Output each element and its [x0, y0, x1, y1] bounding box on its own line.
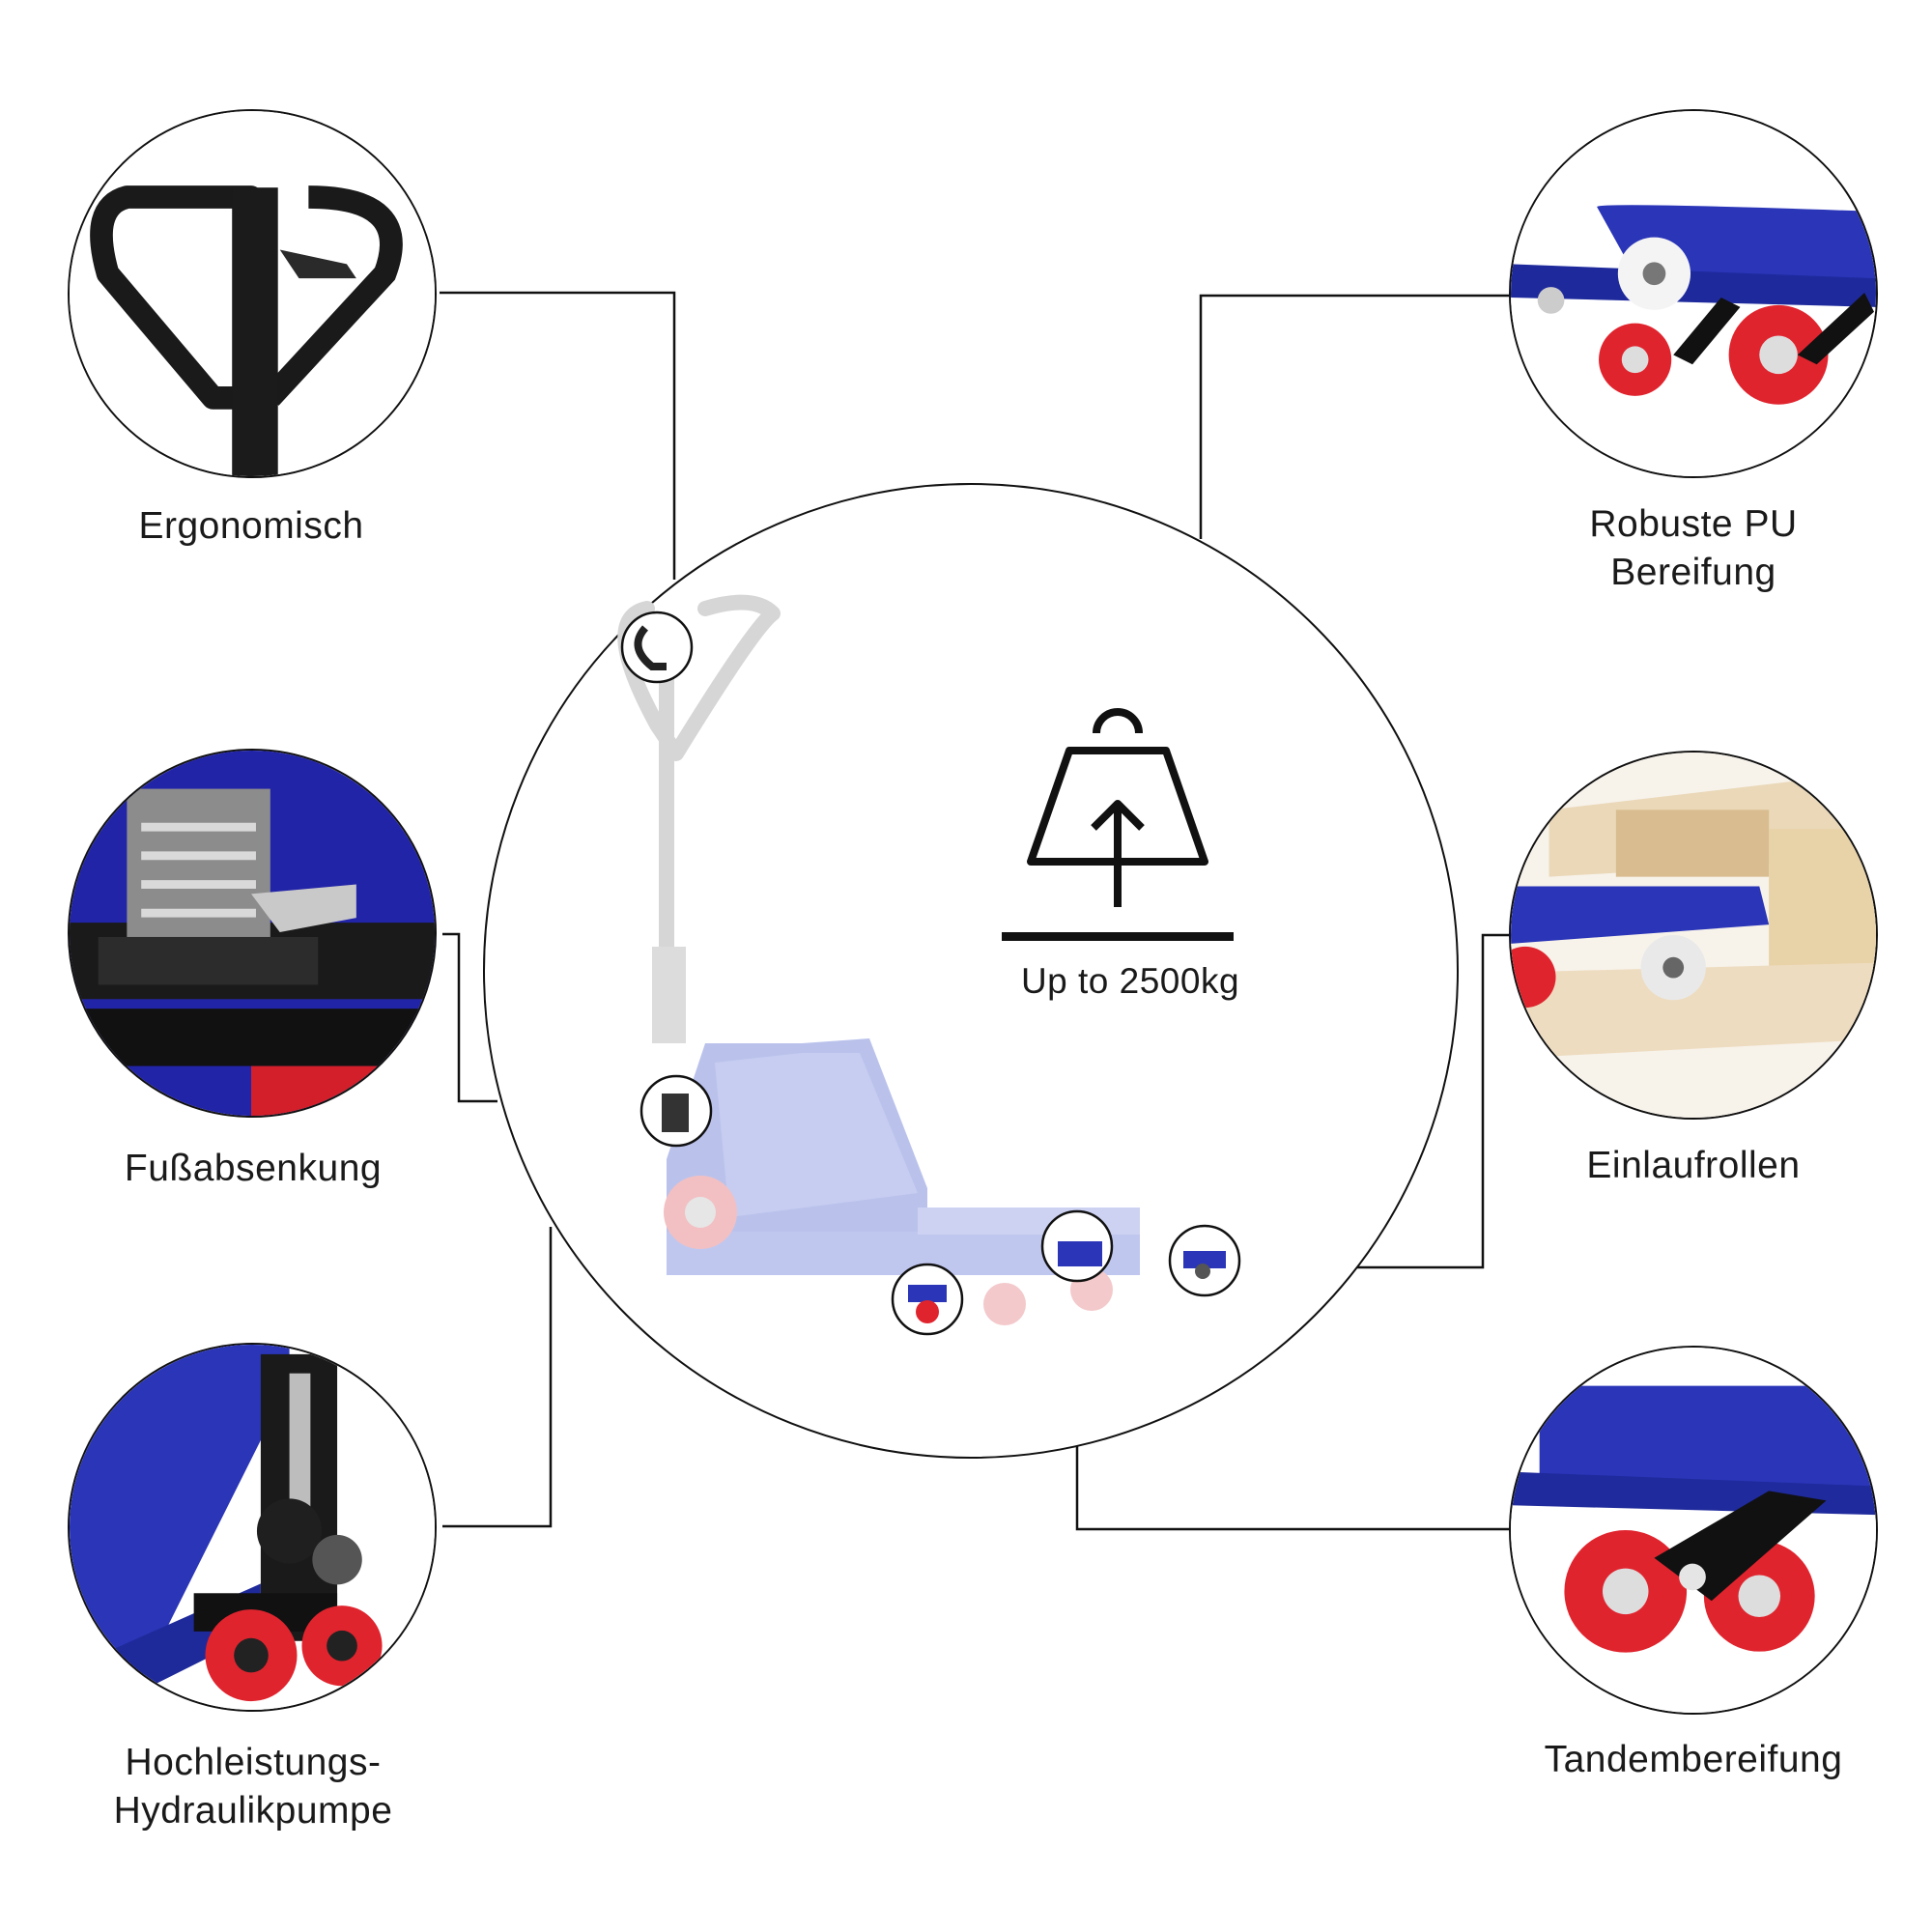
pallet-truck-illustration	[617, 594, 1241, 1336]
label-ergonomisch: Ergonomisch	[138, 505, 364, 547]
central-pallet-truck-circle	[483, 483, 1459, 1459]
pump-detail-circle	[68, 1343, 437, 1712]
label-tandembereifung: Tandembereifung	[1544, 1739, 1843, 1780]
foot-release-photo	[70, 751, 435, 1116]
handle-photo	[70, 111, 435, 476]
pu-wheels-detail-circle	[1509, 109, 1878, 478]
tandem-wheels-detail-circle	[1509, 1346, 1878, 1715]
weight-lift-icon	[1002, 708, 1234, 941]
tandem-wheels-photo	[1511, 1348, 1876, 1713]
label-hydraulikpumpe-line1: Hochleistungs-	[125, 1742, 382, 1783]
capacity-text: Up to 2500kg	[1020, 961, 1240, 1001]
label-pu-bereifung-line1: Robuste PU	[1589, 503, 1798, 545]
label-fussabsenkung: Fußabsenkung	[124, 1148, 383, 1189]
entry-rollers-photo	[1511, 753, 1876, 1118]
handle-detail-circle	[68, 109, 437, 478]
label-pu-bereifung: Robuste PU Bereifung	[1471, 500, 1916, 597]
label-einlaufrollen: Einlaufrollen	[1586, 1145, 1801, 1186]
label-hydraulikpumpe: Hochleistungs- Hydraulikpumpe	[31, 1739, 475, 1835]
label-hydraulikpumpe-line2: Hydraulikpumpe	[113, 1790, 393, 1832]
label-pu-bereifung-line2: Bereifung	[1610, 552, 1776, 593]
foot-release-detail-circle	[68, 749, 437, 1118]
pump-photo	[70, 1345, 435, 1710]
pu-wheels-photo	[1511, 111, 1876, 476]
entry-rollers-detail-circle	[1509, 751, 1878, 1120]
